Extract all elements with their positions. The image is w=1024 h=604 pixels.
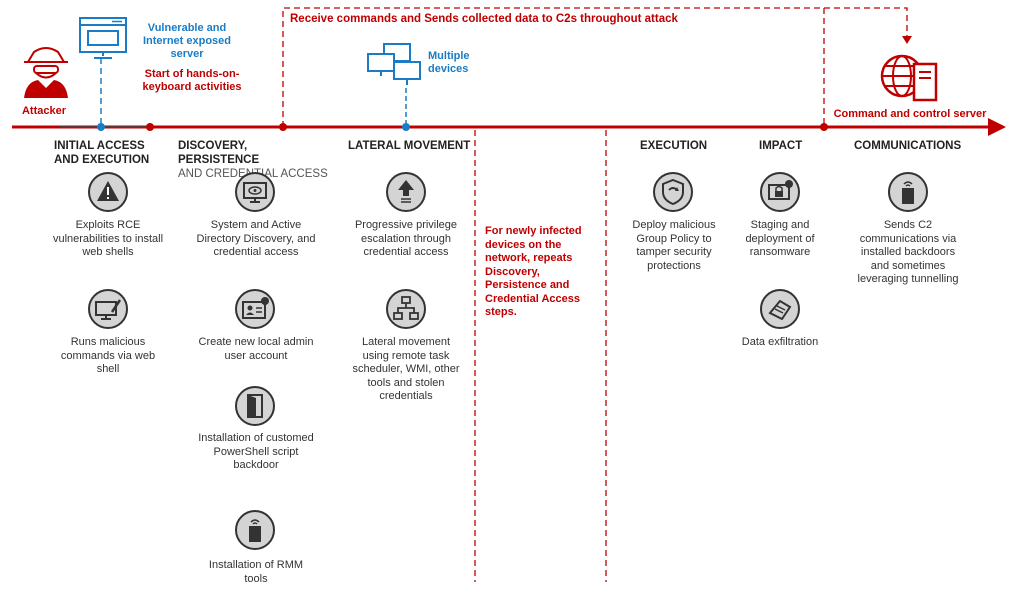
- ransom-lock-icon: [760, 172, 800, 212]
- impact-item-2: Data exfiltration: [741, 336, 819, 348]
- timeline-dot-banner: [279, 123, 287, 131]
- devices-icon: [367, 43, 421, 85]
- remote-device-icon: [235, 510, 275, 550]
- execution-item-1: Deploy malicious Group Policy to tamper …: [632, 219, 716, 272]
- door-icon: [235, 386, 275, 426]
- repeat-note: For newly infected devices on the networ…: [485, 225, 582, 318]
- c2-label: Command and control server: [833, 108, 987, 120]
- attacker-label: Attacker: [21, 105, 67, 117]
- up-arrow-icon: [386, 172, 426, 212]
- user-card-icon: [235, 289, 275, 329]
- initial-item-1: Exploits RCE vulnerabilities to install …: [52, 219, 164, 258]
- timeline-dot-devices: [402, 123, 410, 131]
- timeline-dot-server: [97, 123, 105, 131]
- phase-execution-title: EXECUTION: [640, 140, 708, 152]
- initial-item-2: Runs malicious commands via web shell: [60, 336, 156, 375]
- devices-label: Multiple devices: [428, 50, 470, 75]
- discovery-item-4: Installation of RMM tools: [208, 559, 304, 585]
- globe-server-icon: [880, 54, 938, 102]
- exfil-icon: [760, 289, 800, 329]
- eye-monitor-icon: [235, 172, 275, 212]
- hacker-icon: [24, 47, 68, 98]
- c2-banner-text: Receive commands and Sends collected dat…: [290, 13, 678, 25]
- c2-banner-frame: [282, 7, 908, 127]
- discovery-item-3: Installation of customed PowerShell scri…: [198, 432, 314, 471]
- c2-device-icon: [888, 172, 928, 212]
- web-shell-icon: [88, 289, 128, 329]
- phase-impact-title: IMPACT: [759, 140, 803, 152]
- discovery-item-1: System and Active Directory Discovery, a…: [196, 219, 316, 258]
- window-icon: [79, 17, 127, 59]
- timeline-dot-c2: [820, 123, 828, 131]
- lateral-item-2: Lateral movement using remote task sched…: [352, 336, 460, 402]
- discovery-item-2: Create new local admin user account: [198, 336, 314, 362]
- communications-item-1: Sends C2 communications via installed ba…: [857, 219, 959, 285]
- server-label: Vulnerable and Internet exposed server: [142, 22, 232, 60]
- hands-on-label: Start of hands-on-keyboard activities: [142, 68, 242, 93]
- warning-icon: [88, 172, 128, 212]
- phase-discovery-title: DISCOVERY, PERSISTENCE: [178, 140, 260, 166]
- timeline-dot-hands-on: [146, 123, 154, 131]
- timeline-arrowhead: [988, 118, 1006, 136]
- shield-icon: [653, 172, 693, 212]
- lateral-item-1: Progressive privilege escalation through…: [354, 219, 458, 258]
- network-icon: [386, 289, 426, 329]
- impact-item-1: Staging and deployment of ransomware: [745, 219, 815, 258]
- phase-lateral-title: LATERAL MOVEMENT: [348, 140, 471, 152]
- phase-communications-title: COMMUNICATIONS: [854, 140, 962, 152]
- phase-initial-title: INITIAL ACCESS AND EXECUTION: [54, 140, 150, 166]
